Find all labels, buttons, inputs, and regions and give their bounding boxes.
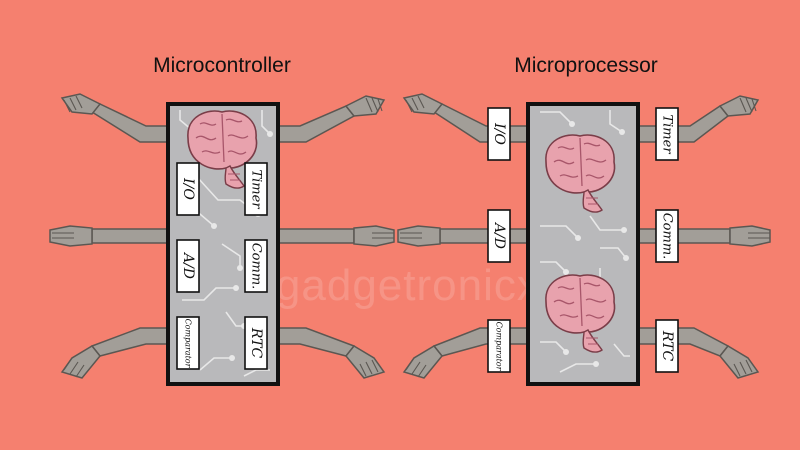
- mc-comparator-box: [176, 316, 200, 370]
- microcontroller-arms: [49, 93, 395, 379]
- mp-hand-upper-right: [718, 95, 760, 117]
- mp-timer-box: [655, 107, 679, 161]
- mc-timer-box: [244, 162, 268, 216]
- mp-hand-upper-left: [402, 93, 444, 115]
- mc-rtc-box: [244, 316, 268, 370]
- mc-ad-label: A/D: [180, 251, 196, 279]
- mc-hand-upper-left: [60, 93, 102, 115]
- mc-io-label: I/O: [180, 177, 196, 200]
- mp-io-label: I/O: [491, 122, 507, 145]
- mp-hand-mid-left: [397, 225, 441, 247]
- microprocessor-circuit-traces: [540, 110, 630, 373]
- mc-timer-label: Timer: [249, 169, 264, 209]
- mp-io-box: [487, 107, 511, 161]
- mp-comparator-label: Comparator: [495, 322, 504, 372]
- mc-comm-box: [244, 239, 268, 293]
- microcontroller-fingers: [52, 95, 394, 378]
- mc-io-box: [176, 162, 200, 216]
- mp-hand-lower-right: [719, 345, 760, 379]
- mc-rtc-label: RTC: [248, 327, 264, 359]
- mp-comm-label: Comm.: [660, 213, 675, 260]
- mp-rtc-label: RTC: [659, 330, 675, 362]
- mc-arm-mid-right: [275, 228, 355, 244]
- microcontroller-circuit-traces: [179, 110, 271, 377]
- mc-hand-lower-right: [345, 345, 386, 379]
- mp-arm-mid-right: [635, 228, 731, 244]
- mp-ad-label: A/D: [491, 221, 507, 249]
- microcontroller-title: Microcontroller: [153, 54, 291, 77]
- mc-hand-mid-left: [49, 225, 93, 247]
- mp-comm-box: [655, 209, 679, 263]
- microprocessor-fingers: [400, 95, 770, 378]
- mc-arm-mid-left: [91, 228, 171, 244]
- microprocessor-title: Microprocessor: [514, 54, 658, 77]
- mp-rtc-box: [655, 319, 679, 373]
- mc-hand-mid-right: [353, 225, 395, 247]
- mp-comparator-box: [487, 319, 511, 373]
- mc-comm-label: Comm.: [249, 243, 264, 290]
- mp-hand-mid-right: [729, 225, 771, 247]
- microcontroller-diagram: Microcontroller: [49, 54, 395, 386]
- mc-hand-upper-right: [344, 95, 386, 117]
- mc-comparator-label: Comparator: [184, 319, 193, 369]
- mp-arm-mid-left: [439, 228, 531, 244]
- mp-ad-box: [487, 209, 511, 263]
- mp-timer-label: Timer: [660, 114, 675, 154]
- mc-ad-box: [176, 239, 200, 293]
- microprocessor-diagram: Microprocessor I/O Time: [397, 54, 771, 386]
